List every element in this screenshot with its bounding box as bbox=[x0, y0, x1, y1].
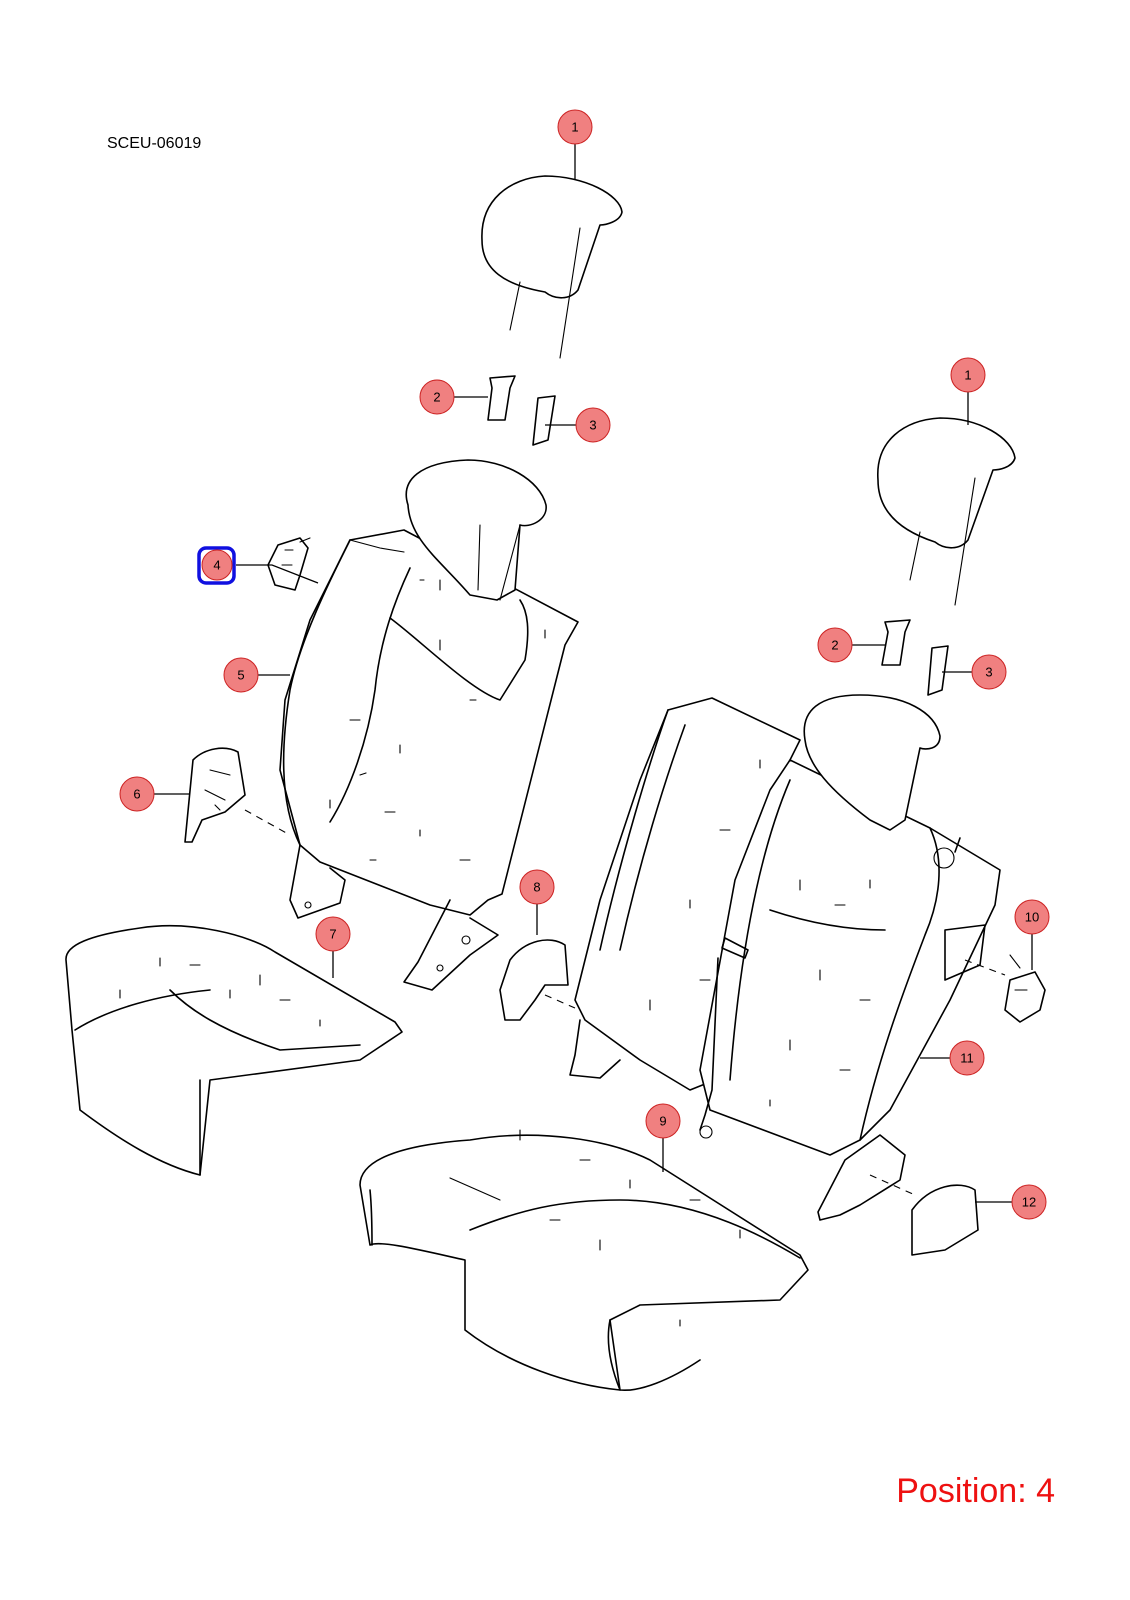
svg-text:1: 1 bbox=[571, 120, 578, 135]
callout-1-right[interactable]: 1 bbox=[950, 357, 986, 393]
svg-text:3: 3 bbox=[985, 665, 992, 680]
svg-text:9: 9 bbox=[659, 1114, 666, 1129]
left-headrest-lower bbox=[405, 459, 547, 601]
callout-2-left[interactable]: 2 bbox=[419, 379, 455, 415]
callout-8[interactable]: 8 bbox=[519, 869, 555, 905]
callout-3-right[interactable]: 3 bbox=[971, 654, 1007, 690]
svg-text:11: 11 bbox=[960, 1051, 974, 1066]
svg-text:5: 5 bbox=[237, 668, 244, 683]
callout-11[interactable]: 11 bbox=[949, 1040, 985, 1076]
callout-7[interactable]: 7 bbox=[315, 916, 351, 952]
right-guide-sleeves bbox=[881, 619, 949, 696]
position-label: Position: 4 bbox=[896, 1472, 1055, 1510]
left-seatback bbox=[279, 529, 579, 991]
callout-4-selected[interactable]: 4 bbox=[197, 546, 236, 585]
callout-1-left[interactable]: 1 bbox=[557, 109, 593, 145]
right-seat-cushion bbox=[359, 1129, 809, 1391]
svg-text:2: 2 bbox=[433, 390, 440, 405]
right-headrest-lower bbox=[803, 694, 941, 831]
svg-text:2: 2 bbox=[831, 638, 838, 653]
left-seat-cushion bbox=[65, 925, 403, 1176]
left-guide-sleeves bbox=[487, 375, 556, 446]
callout-2-right[interactable]: 2 bbox=[817, 627, 853, 663]
callout-6[interactable]: 6 bbox=[119, 776, 155, 812]
svg-text:7: 7 bbox=[329, 927, 336, 942]
right-latch bbox=[944, 924, 1046, 1023]
svg-text:12: 12 bbox=[1022, 1195, 1036, 1210]
callout-3-left[interactable]: 3 bbox=[575, 407, 611, 443]
left-hinge-cover bbox=[184, 747, 291, 843]
callout-10[interactable]: 10 bbox=[1014, 899, 1050, 935]
svg-text:4: 4 bbox=[213, 558, 220, 573]
left-latch bbox=[267, 537, 311, 591]
svg-text:10: 10 bbox=[1025, 910, 1039, 925]
right-hinge-cover-12 bbox=[817, 1134, 979, 1256]
callout-5[interactable]: 5 bbox=[223, 657, 259, 693]
callout-12[interactable]: 12 bbox=[1011, 1184, 1047, 1220]
right-headrest-upper bbox=[877, 417, 1016, 606]
right-seatback-right-section bbox=[699, 759, 1001, 1156]
svg-text:3: 3 bbox=[589, 418, 596, 433]
diagram-code: SCEU-06019 bbox=[107, 135, 201, 152]
callout-leaders bbox=[154, 144, 1033, 1203]
svg-text:8: 8 bbox=[533, 880, 540, 895]
right-seatback-left-section bbox=[569, 697, 801, 1091]
svg-text:1: 1 bbox=[964, 368, 971, 383]
svg-text:6: 6 bbox=[133, 787, 140, 802]
callout-9[interactable]: 9 bbox=[645, 1103, 681, 1139]
right-hinge-cover-8 bbox=[499, 939, 576, 1021]
left-headrest-upper bbox=[481, 175, 623, 359]
